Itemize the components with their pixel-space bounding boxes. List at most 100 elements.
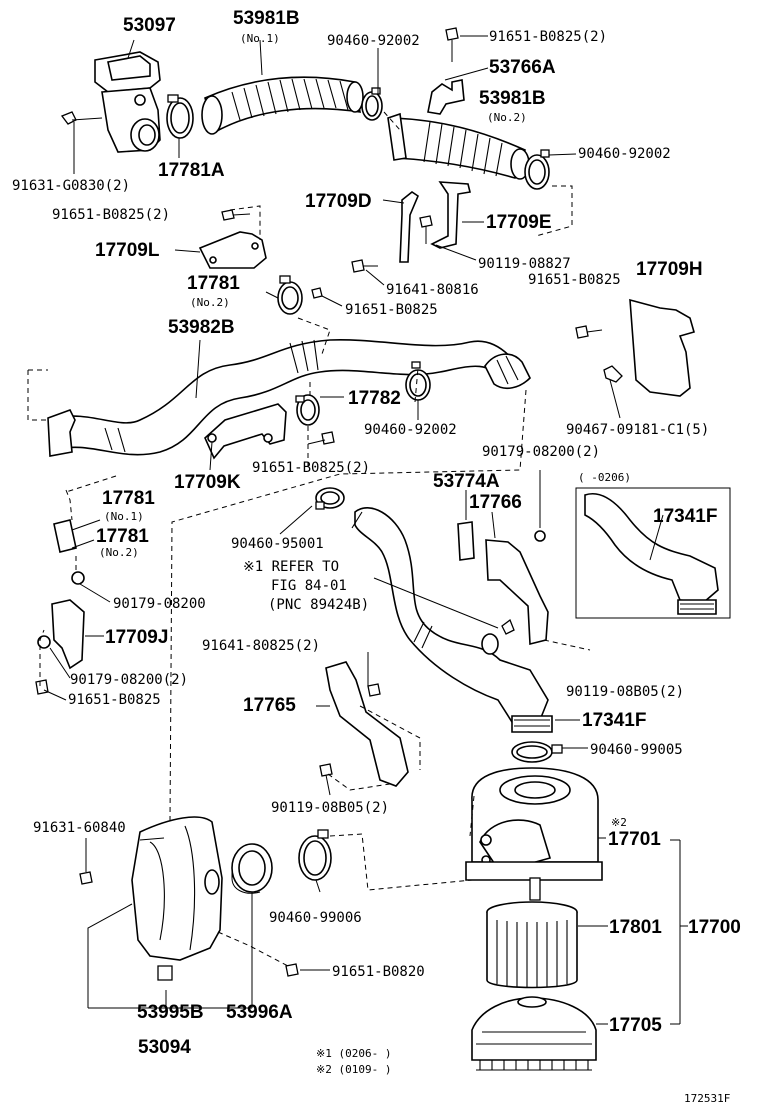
label-17781A: 17781A <box>158 160 225 181</box>
clamp-90460-99005 <box>511 741 563 763</box>
label-note1: ※1 (0206- ) <box>316 1047 391 1060</box>
label-17709L: 17709L <box>95 240 160 261</box>
label-90119-08B05-2-b: 90119-08B05(2) <box>271 800 389 816</box>
label-90460-92002-b: 90460-92002 <box>578 146 671 162</box>
bracket-53766A <box>427 79 465 115</box>
label-91651-B0825-2-e: 91651-B0825(2) <box>252 460 370 476</box>
resonator-53094 <box>79 816 299 981</box>
label-17709D: 17709D <box>305 191 372 212</box>
label-91641-80816: 91641-80816 <box>386 282 479 298</box>
clamp-90460-92002-a <box>361 87 383 121</box>
label-90467-09181: 90467-09181-C1(5) <box>566 422 709 438</box>
hose-53981B-no1 <box>201 76 364 135</box>
figure-id: 172531F <box>684 1092 730 1105</box>
label-17781-no1: 17781 <box>102 488 155 509</box>
label-refer-2: FIG 84-01 <box>271 578 347 594</box>
label-17781-no2-sub: (No.2) <box>99 546 139 559</box>
label-refer-3: (PNC 89424B) <box>268 597 369 613</box>
bolt-91631-G0830 <box>60 111 103 125</box>
clamp-17781-no1 <box>53 519 85 585</box>
label-91651-B0825-f: 91651-B0825 <box>68 692 161 708</box>
bracket-17709E <box>351 181 471 273</box>
label-17801: 17801 <box>609 917 662 938</box>
label-0206-range: ( -0206) <box>578 471 631 484</box>
label-91651-B0825-2-a: 91651-B0825(2) <box>489 29 607 45</box>
label-53981B-no2-sub: (No.2) <box>487 111 527 124</box>
dashed-lines <box>27 111 591 967</box>
clamp-90460-92002-c <box>405 361 431 401</box>
clamp-17782 <box>295 394 320 426</box>
label-17781-top-sub: (No.2) <box>190 296 230 309</box>
pipe-53996A <box>231 843 273 894</box>
hose-53981B-no2 <box>387 112 530 180</box>
air-filter-element-17801 <box>486 901 578 989</box>
label-17781-top: 17781 <box>187 273 240 294</box>
label-91631-60840: 91631-60840 <box>33 820 126 836</box>
label-17709K: 17709K <box>174 472 241 493</box>
label-91641-80825: 91641-80825(2) <box>202 638 320 654</box>
label-17341F-inset: 17341F <box>653 506 717 527</box>
label-90460-99005: 90460-99005 <box>590 742 683 758</box>
label-17766: 17766 <box>469 492 522 513</box>
label-17700: 17700 <box>688 917 741 938</box>
bracket-17709D <box>399 191 419 263</box>
label-90460-95001: 90460-95001 <box>231 536 324 552</box>
air-cleaner-case-17701 <box>465 767 603 901</box>
label-90460-92002-a: 90460-92002 <box>327 33 420 49</box>
label-17781-no2: 17781 <box>96 526 149 547</box>
label-90119-08B05-2-a: 90119-08B05(2) <box>566 684 684 700</box>
label-53981B-no2: 53981B <box>479 88 546 109</box>
bracket-53774A <box>457 521 475 561</box>
bracket-17709H <box>575 298 695 397</box>
label-53766A: 53766A <box>489 57 556 78</box>
label-53774A: 53774A <box>433 471 500 492</box>
label-90460-92002-c: 90460-92002 <box>364 422 457 438</box>
label-17701: 17701 <box>608 829 661 850</box>
bracket-17765 <box>319 661 409 787</box>
clamp-90460-95001 <box>315 487 345 510</box>
label-53996A: 53996A <box>226 1002 293 1023</box>
clamp-90460-92002-b <box>524 149 550 190</box>
label-refer-1: ※1 REFER TO <box>243 559 339 575</box>
label-90119-08827: 90119-08827 <box>478 256 571 272</box>
label-90179-08200-2-c: 90179-08200(2) <box>70 672 188 688</box>
intake-hose-17341F <box>351 507 553 733</box>
label-91651-B0825-d: 91651-B0825 <box>345 302 438 318</box>
label-17782: 17782 <box>348 388 401 409</box>
hose-53982B <box>47 339 531 457</box>
air-flow-meter-53097 <box>94 51 161 153</box>
label-53995B: 53995B <box>137 1002 204 1023</box>
bracket-17709L <box>198 209 267 269</box>
part-labels: 53097 53981B (No.1) 90460-92002 91651-B0… <box>12 8 741 1105</box>
label-53981B-no1-sub: (No.1) <box>240 32 280 45</box>
clamp-17781-no2-top <box>277 275 323 315</box>
leader-lines <box>43 35 688 1025</box>
label-91651-B0825-c: 91651-B0825 <box>528 272 621 288</box>
label-17709J: 17709J <box>105 627 168 648</box>
label-53981B-no1: 53981B <box>233 8 300 29</box>
label-91651-B0825-2-b: 91651-B0825(2) <box>52 207 170 223</box>
label-17765: 17765 <box>243 695 296 716</box>
label-90179-08200-b: 90179-08200 <box>113 596 206 612</box>
label-17709H: 17709H <box>636 259 703 280</box>
air-cleaner-cap-17705 <box>471 996 597 1071</box>
label-53982B: 53982B <box>168 317 235 338</box>
clamp-17781A <box>166 94 194 139</box>
label-90179-08200-2-a: 90179-08200(2) <box>482 444 600 460</box>
label-note2: ※2 (0109- ) <box>316 1063 391 1076</box>
label-17705: 17705 <box>609 1015 662 1036</box>
label-17341F: 17341F <box>582 710 646 731</box>
bracket-17709K <box>204 403 335 460</box>
label-17781-no1-sub: (No.1) <box>104 510 144 523</box>
label-53097: 53097 <box>123 15 176 36</box>
label-53094: 53094 <box>138 1037 191 1058</box>
bolt-91651-B0825-top <box>445 27 459 62</box>
label-17709E: 17709E <box>486 212 552 233</box>
label-mark2: ※2 <box>611 816 627 829</box>
label-90460-99006: 90460-99006 <box>269 910 362 926</box>
label-91631-G0830: 91631-G0830(2) <box>12 178 130 194</box>
clamp-90460-99006 <box>298 829 332 881</box>
label-91651-B0820: 91651-B0820 <box>332 964 425 980</box>
